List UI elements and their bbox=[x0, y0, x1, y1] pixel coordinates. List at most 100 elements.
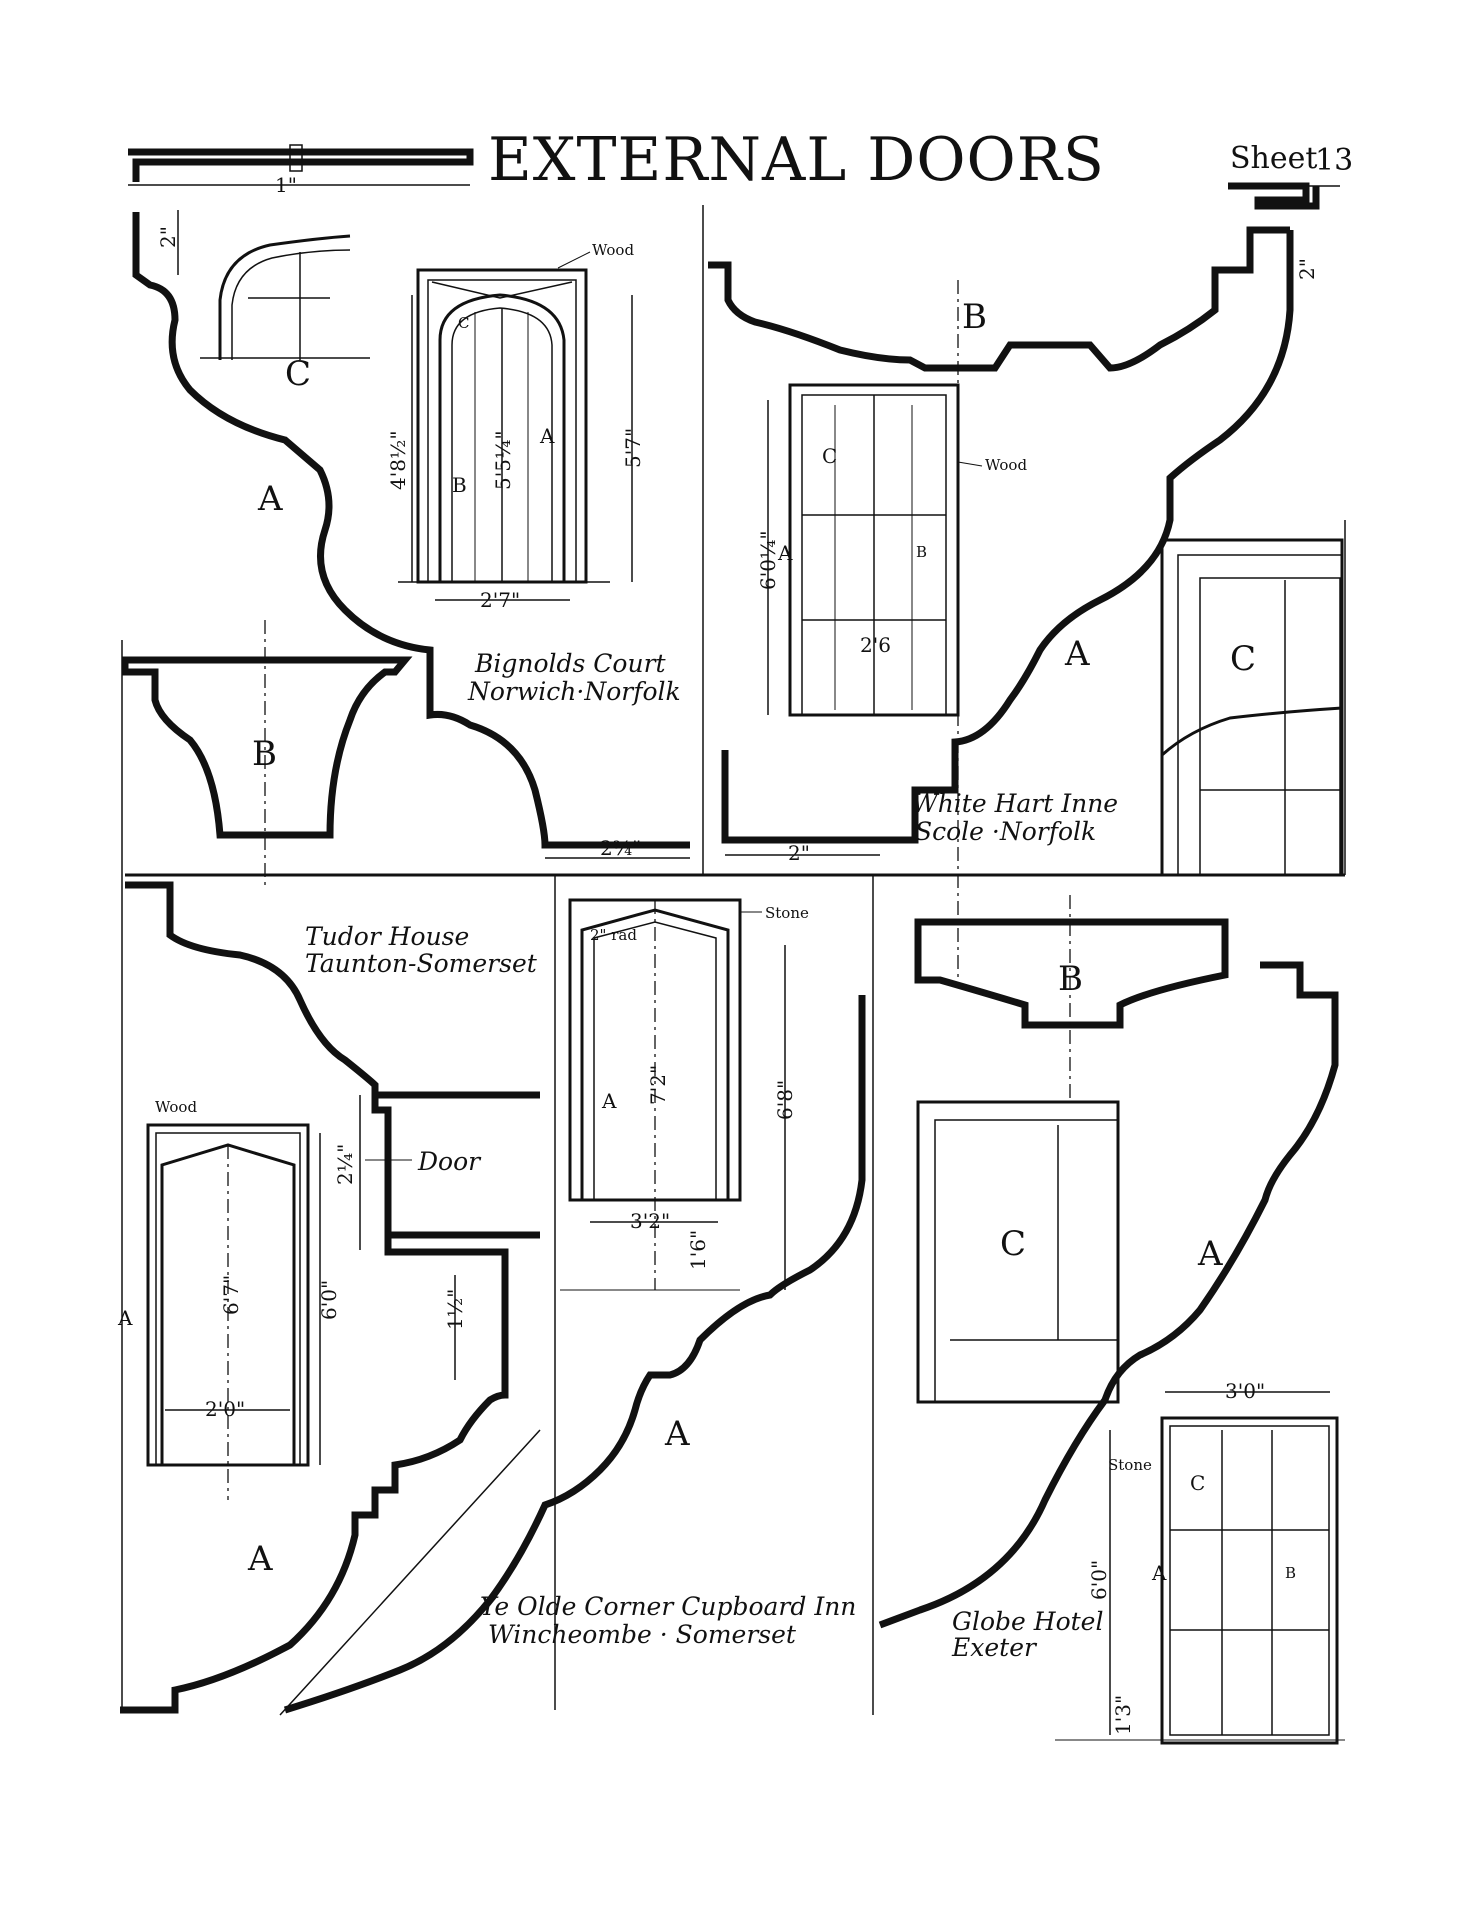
dim-2in-rad: 2" rad bbox=[590, 926, 637, 944]
section-marker-a-4: A bbox=[601, 1089, 617, 1113]
section-letter-b-1: B bbox=[252, 734, 277, 774]
caption-ye-olde-2: Wincheombe · Somerset bbox=[488, 1620, 797, 1649]
dim-6-0-quarter: 6'0¼" bbox=[756, 530, 780, 590]
dim-2in-left: 2" bbox=[156, 226, 180, 248]
dim-5-7: 5'7" bbox=[621, 428, 645, 468]
moulding-profile-a-white-hart-main bbox=[721, 230, 1294, 844]
panel-ye-olde: Stone 2" rad 7'2" 6'8" 3'2" 1'6" A A Ye … bbox=[279, 898, 866, 1716]
arch-inner-line bbox=[231, 249, 351, 360]
section-marker-c-3: C bbox=[1190, 1471, 1205, 1495]
header: EXTERNAL DOORS Sheet 13 1" bbox=[128, 125, 1353, 210]
caption-globe-2: Exeter bbox=[951, 1633, 1038, 1662]
wood-leader-2 bbox=[957, 461, 983, 467]
door-frame-globe-inner bbox=[1169, 1425, 1330, 1736]
section-letter-a-3: A bbox=[247, 1539, 273, 1579]
caption-white-hart-1: White Hart Inne bbox=[912, 789, 1118, 818]
moulding-profile-a-globe bbox=[878, 961, 1339, 1629]
door-elevation-bignolds: Wood 4'8½" 5'5¼" 5'7" 2'7" A B C bbox=[386, 241, 645, 612]
door-arch-head bbox=[438, 293, 566, 582]
wood-leader-1 bbox=[557, 251, 591, 269]
stile-detail-c-globe-inner bbox=[934, 1119, 1119, 1403]
door-frame-tudor-inner bbox=[155, 1132, 301, 1466]
section-letter-c-2: C bbox=[1230, 639, 1256, 679]
moulding-profile-b-globe bbox=[914, 918, 1229, 1029]
section-letter-a-1: A bbox=[257, 479, 283, 519]
panel-tudor-house: 2¼" Door 1½" A Wood 6'0" 6'7" 2'0" A Tud… bbox=[117, 881, 540, 1714]
frame-pin bbox=[289, 144, 303, 172]
dim-6-0-tudor: 6'0" bbox=[317, 1280, 341, 1320]
dim-6-8: 6'8" bbox=[773, 1080, 797, 1120]
moulding-profile-tudor bbox=[125, 881, 540, 1099]
dim-2-quarter: 2¼" bbox=[333, 1144, 357, 1185]
caption-tudor-2: Taunton-Somerset bbox=[305, 949, 538, 978]
material-wood-1: Wood bbox=[592, 241, 634, 259]
section-letter-a-4: A bbox=[664, 1414, 690, 1454]
section-letter-a-5: A bbox=[1197, 1234, 1223, 1274]
dim-5-5-quarter: 5'5¼" bbox=[491, 430, 515, 490]
label-door: Door bbox=[417, 1147, 482, 1176]
caption-white-hart-2: Scole ·Norfolk bbox=[915, 817, 1096, 846]
panel-white-hart: B Wood 6'0¼" 2'6 C A B A C 2" 2" White H… bbox=[708, 226, 1344, 980]
dim-1-3: 1'3" bbox=[1111, 1695, 1135, 1735]
material-wood-3: Wood bbox=[155, 1098, 197, 1116]
door-frame-globe bbox=[1160, 1416, 1339, 1745]
moulding-profile-a-bignolds bbox=[132, 212, 690, 849]
section-marker-b-5: B bbox=[1285, 1564, 1296, 1582]
material-stone-2: Stone bbox=[1108, 1456, 1152, 1474]
caption-bignolds-2: Norwich·Norfolk bbox=[467, 677, 681, 706]
dim-2in-right: 2" bbox=[1295, 258, 1319, 280]
dim-3-2: 3'2" bbox=[630, 1209, 670, 1233]
dim-6-0-globe: 6'0" bbox=[1087, 1560, 1111, 1600]
panel-bignolds-court: C 2" Wood 4'8½" 5'5¼" 5'7" 2'7" A B bbox=[121, 210, 690, 890]
door-frame-step-tudor bbox=[120, 1095, 540, 1714]
stile-detail-c-panel bbox=[1199, 577, 1341, 876]
section-marker-c-1: C bbox=[458, 314, 469, 332]
section-marker-b-1: B bbox=[452, 473, 467, 497]
moulding-profile-b-white-hart bbox=[708, 226, 1290, 372]
dim-3-0: 3'0" bbox=[1225, 1379, 1265, 1403]
dim-6-7: 6'7" bbox=[219, 1275, 243, 1315]
section-letter-a-2: A bbox=[1064, 634, 1090, 674]
caption-globe-1: Globe Hotel bbox=[952, 1607, 1103, 1636]
caption-bignolds-1: Bignolds Court bbox=[474, 649, 667, 678]
dim-1-half: 1½" bbox=[443, 1289, 467, 1330]
sheet-title: EXTERNAL DOORS bbox=[488, 125, 1105, 195]
break-line-c bbox=[1161, 706, 1343, 757]
door-arch-inner bbox=[451, 307, 553, 582]
top-frame-moulding bbox=[128, 148, 474, 182]
dim-1-6: 1'6" bbox=[686, 1230, 710, 1270]
section-marker-c-2: C bbox=[822, 444, 837, 468]
stile-detail-c-frame bbox=[1160, 538, 1344, 877]
section-marker-a-5: A bbox=[1151, 1561, 1167, 1585]
dim-4-8-half: 4'8½" bbox=[386, 430, 410, 490]
dim-2-3-quarter: 2¾" bbox=[600, 836, 641, 860]
caption-tudor-1: Tudor House bbox=[305, 922, 469, 951]
spandrel-carving bbox=[431, 281, 573, 299]
section-letter-b-3: B bbox=[1058, 959, 1083, 999]
panel-globe-hotel: B A C 3'0" Stone 6'0" 1'3" C A B Globe H… bbox=[878, 895, 1345, 1745]
dim-1in: 1" bbox=[275, 173, 297, 197]
moulding-profile-a-ye-olde bbox=[283, 995, 866, 1714]
section-letter-b-2: B bbox=[962, 297, 987, 337]
section-letter-c-1: C bbox=[285, 354, 311, 394]
section-marker-a-1: A bbox=[539, 424, 555, 448]
arch-detail-c: C bbox=[200, 234, 370, 394]
arch-outer-line bbox=[218, 234, 351, 360]
dim-2-0: 2'0" bbox=[205, 1397, 245, 1421]
dim-2in-white-hart: 2" bbox=[788, 841, 810, 865]
section-marker-a-2: A bbox=[777, 541, 793, 565]
sheet-label: Sheet bbox=[1230, 141, 1317, 176]
diagonal-line-ye-olde bbox=[279, 1429, 541, 1716]
top-right-frame bbox=[1228, 182, 1320, 210]
section-marker-b-2: B bbox=[916, 543, 927, 561]
material-stone-1: Stone bbox=[765, 904, 809, 922]
dim-2-6: 2'6 bbox=[860, 633, 891, 657]
material-wood-2: Wood bbox=[985, 456, 1027, 474]
dim-7-2: 7'2" bbox=[646, 1065, 670, 1105]
dim-2-7: 2'7" bbox=[480, 588, 520, 612]
caption-ye-olde-1: Ye Olde Corner Cupboard Inn bbox=[480, 1592, 856, 1621]
section-letter-c-3: C bbox=[1000, 1224, 1026, 1264]
sheet-number: 13 bbox=[1315, 143, 1353, 178]
moulding-profile-b-bignolds bbox=[121, 656, 413, 839]
